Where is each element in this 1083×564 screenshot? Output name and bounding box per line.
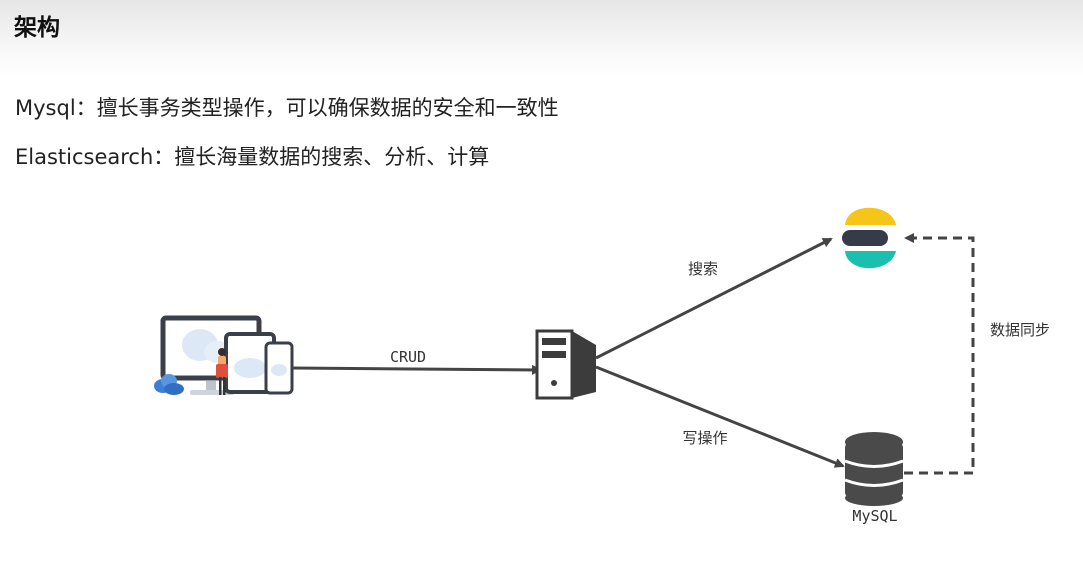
write-arrow	[595, 365, 845, 468]
data-sync-label: 数据同步	[990, 321, 1050, 339]
search-arrow	[595, 237, 833, 360]
header-band	[0, 0, 1083, 80]
mysql-database-icon	[844, 432, 904, 506]
mysql-description: Mysql：擅长事务类型操作，可以确保数据的安全和一致性	[15, 96, 559, 120]
client-devices-icon	[154, 315, 294, 395]
mysql-label: MySQL	[852, 507, 897, 525]
search-label: 搜索	[688, 260, 718, 278]
crud-label: CRUD	[390, 348, 426, 366]
slide-title: 架构	[14, 15, 60, 41]
write-label: 写操作	[682, 429, 727, 447]
elasticsearch-logo-icon	[842, 207, 896, 269]
server-icon	[535, 329, 596, 400]
elasticsearch-description: Elasticsearch：擅长海量数据的搜索、分析、计算	[15, 145, 490, 169]
crud-arrow	[292, 364, 542, 375]
data-sync-arrow	[904, 233, 975, 475]
